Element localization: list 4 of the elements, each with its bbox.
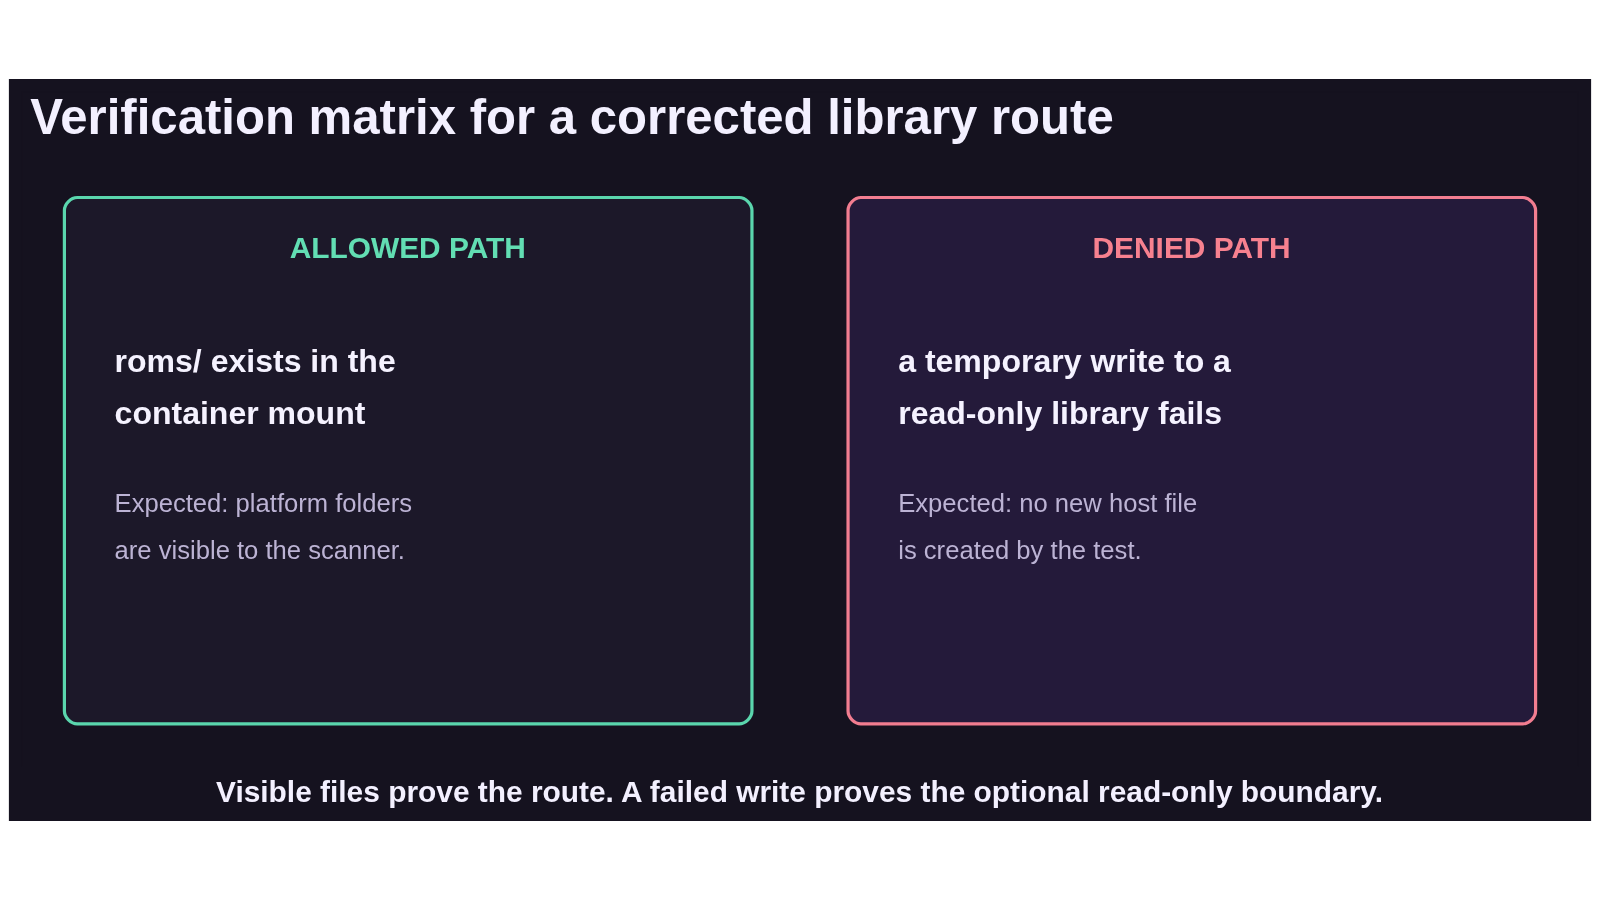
caption: Visible files prove the route. A failed write proves the optional read-only boundary. [216,775,1384,809]
node-box: ALLOWED PATH roms/ exists in the container mount Expected: platform folders are visible to the scanner. [62,195,754,726]
diagram-title: Verification matrix for a corrected library route [30,90,1114,145]
node-box: DENIED PATH a temporary write to a read-only library fails Expected: no new host file is created by the test. [846,195,1538,726]
